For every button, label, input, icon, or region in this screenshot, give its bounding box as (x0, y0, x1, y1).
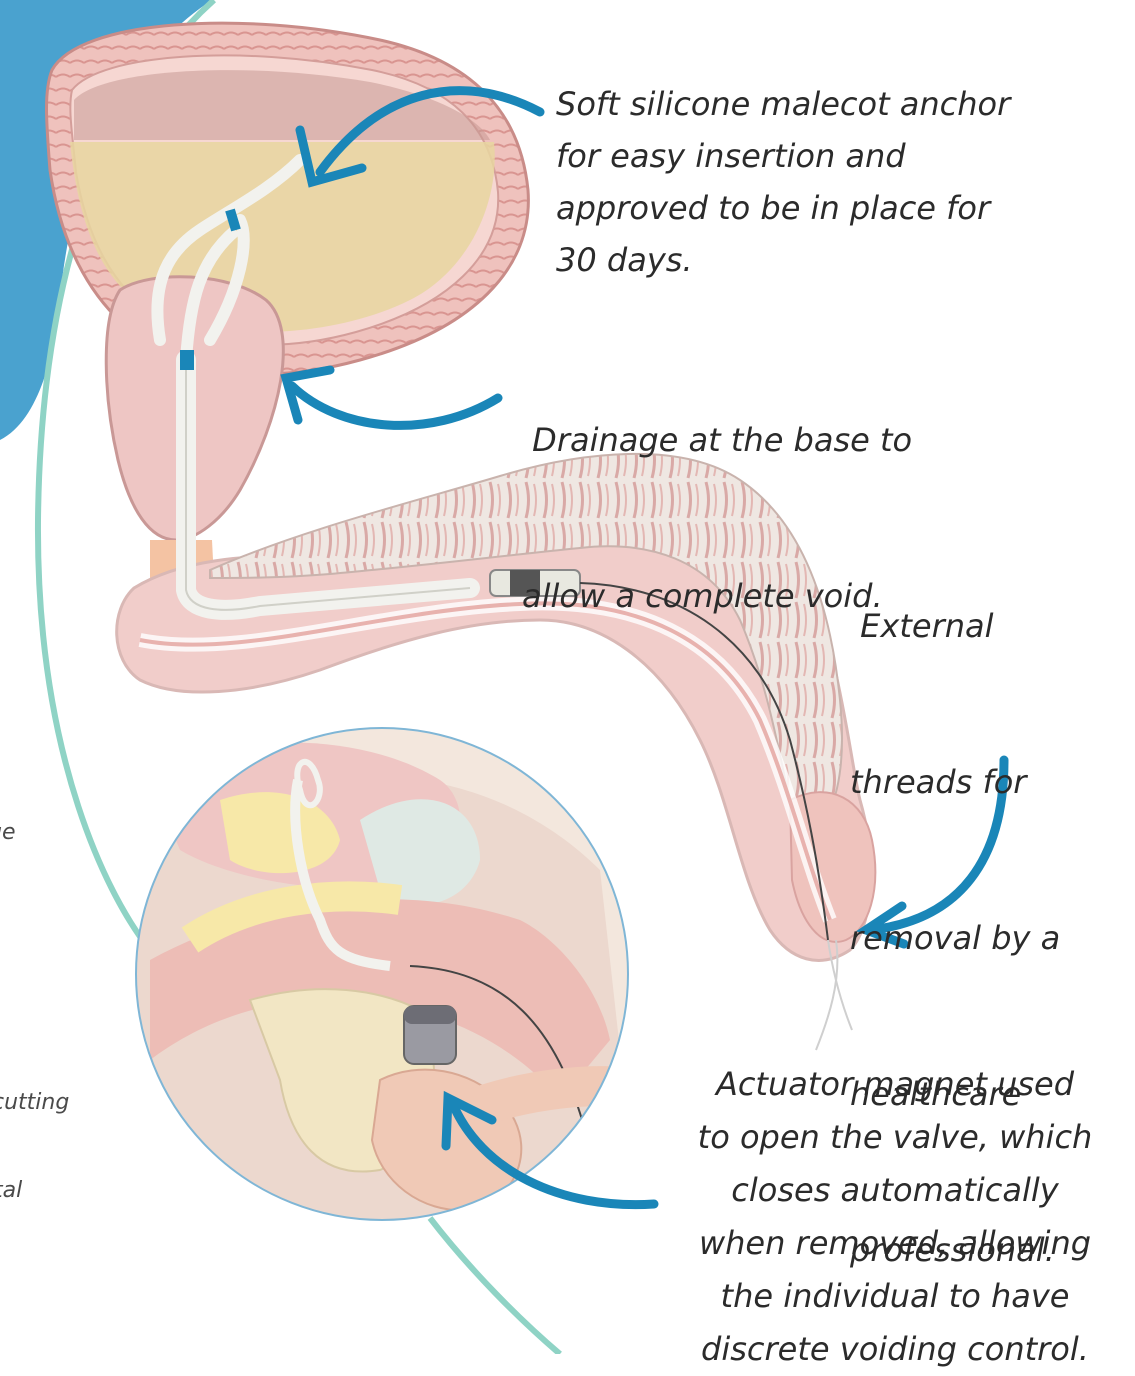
cut-off-text-2: ge (0, 820, 16, 845)
caption-line: Soft silicone malecot anchor (556, 78, 1010, 130)
cut-off-text-3: cutting (0, 1090, 69, 1115)
caption-line: removal by a (850, 912, 1060, 964)
caption-line: External (850, 600, 1060, 652)
caption-malecot-anchor: Soft silicone malecot anchor for easy in… (556, 78, 1010, 286)
caption-line: approved to be in place for (556, 182, 1010, 234)
caption-line: 30 days. (556, 234, 1010, 286)
teal-curve-lower (430, 1218, 560, 1354)
caption-line: the individual to have (662, 1270, 1128, 1323)
caption-line: discrete voiding control. (662, 1323, 1128, 1376)
magnifier-inset (130, 720, 640, 1230)
caption-line: threads for (850, 756, 1060, 808)
caption-line: Actuator magnet used (662, 1058, 1128, 1111)
caption-line: when removed, allowing (662, 1217, 1128, 1270)
caption-line: to open the valve, which (662, 1111, 1128, 1164)
cut-off-text-4: tal (0, 1178, 22, 1203)
caption-actuator-magnet: Actuator magnet used to open the valve, … (662, 1058, 1128, 1376)
arrow-drainage (286, 370, 498, 425)
caption-line: for easy insertion and (556, 130, 1010, 182)
caption-line: Drainage at the base to (522, 414, 912, 466)
caption-line: closes automatically (662, 1164, 1128, 1217)
